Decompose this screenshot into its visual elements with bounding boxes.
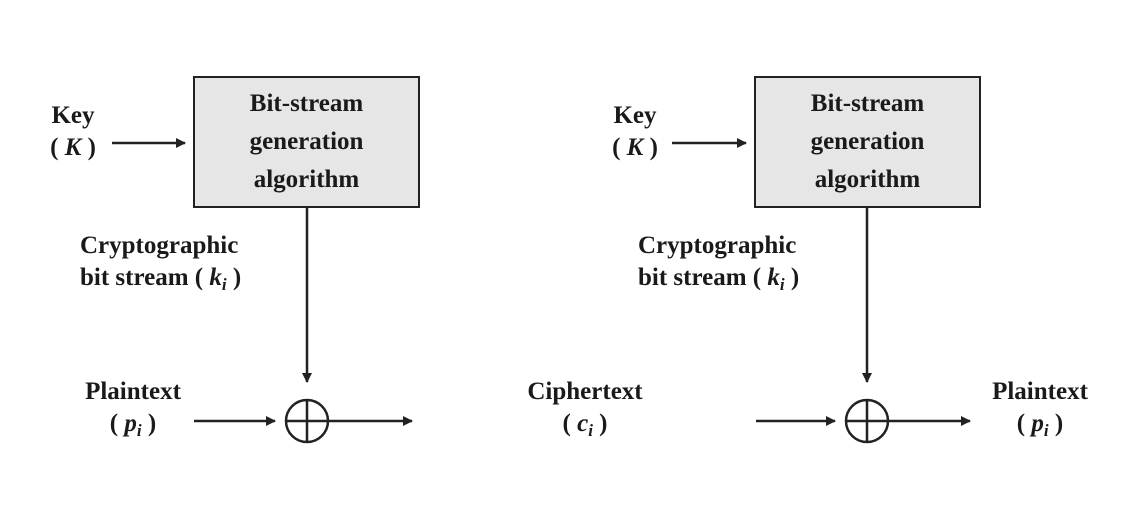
box-line: generation bbox=[249, 128, 364, 155]
enc-stream-symbol: k bbox=[209, 264, 222, 291]
box-line: algorithm bbox=[253, 166, 360, 193]
dec-stream-label: Cryptographic bit stream ( ki ) bbox=[638, 232, 800, 294]
enc-key-symbol: K bbox=[64, 134, 82, 161]
ciphertext-label: Ciphertext ( ci ) bbox=[527, 378, 643, 440]
dec-bitstream-generator-box: Bit-stream generation algorithm bbox=[754, 76, 981, 208]
box-line: Bit-stream bbox=[810, 90, 925, 117]
enc-plaintext-symbol: p bbox=[124, 410, 137, 437]
dec-stream-symbol: k bbox=[767, 264, 780, 291]
dec-key-symbol: K bbox=[626, 134, 644, 161]
enc-xor-icon bbox=[284, 398, 330, 444]
dec-key-label: Key ( K ) bbox=[612, 102, 658, 161]
enc-plaintext-label: Plaintext ( pi ) bbox=[85, 378, 181, 440]
enc-bitstream-generator-box: Bit-stream generation algorithm bbox=[193, 76, 420, 208]
dec-plaintext-label: Plaintext ( pi ) bbox=[992, 378, 1088, 440]
dec-plaintext-symbol: p bbox=[1031, 410, 1044, 437]
ciphertext-symbol: c bbox=[577, 410, 589, 437]
box-line: Bit-stream bbox=[249, 90, 364, 117]
enc-stream-label: Cryptographic bit stream ( ki ) bbox=[80, 232, 242, 294]
enc-key-label: Key ( K ) bbox=[50, 102, 96, 161]
dec-xor-icon bbox=[844, 398, 890, 444]
box-line: algorithm bbox=[814, 166, 921, 193]
box-line: generation bbox=[810, 128, 925, 155]
